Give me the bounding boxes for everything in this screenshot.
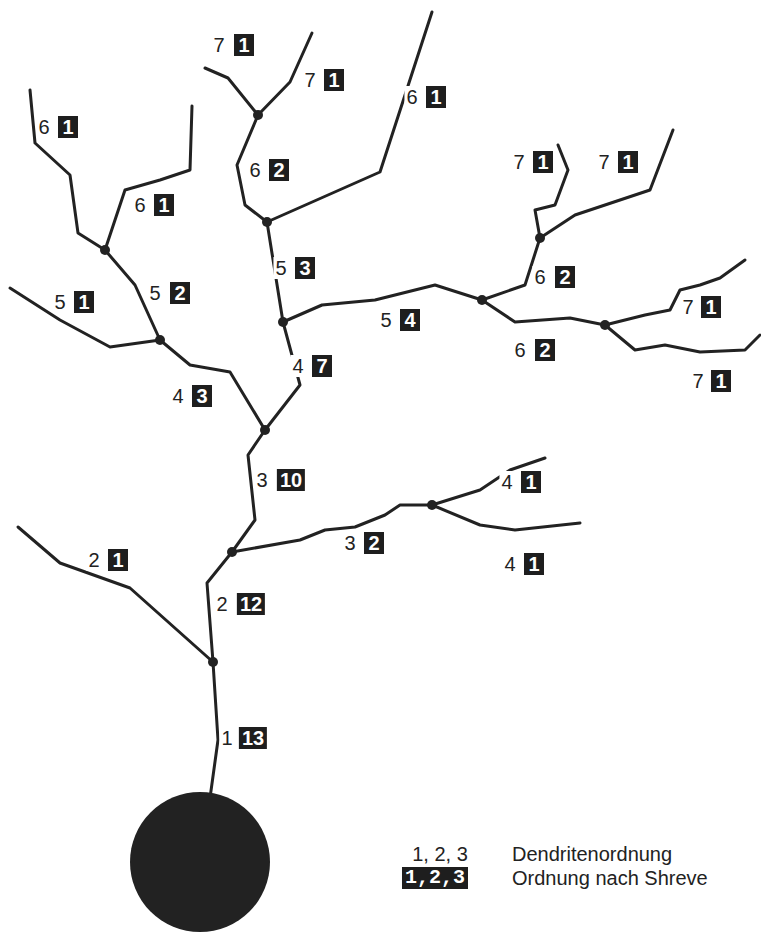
branch-point xyxy=(535,233,545,243)
dendrite-order: 5 xyxy=(378,309,393,331)
dendrite-order: 6 xyxy=(532,266,547,288)
shreve-order: 2 xyxy=(269,159,289,181)
shreve-order: 1 xyxy=(701,296,721,318)
shreve-order: 1,2,3 xyxy=(402,867,468,889)
dendrite-segment xyxy=(482,300,605,325)
shreve-order: 1 xyxy=(618,151,638,173)
dendrite-order: 6 xyxy=(404,86,419,108)
dendrite-order: 2 xyxy=(214,593,229,615)
legend-text: Dendritenordnung xyxy=(512,843,672,865)
shreve-order: 1 xyxy=(533,151,553,173)
dendrite-order: 1, 2, 3 xyxy=(410,843,470,865)
branch-point xyxy=(278,317,288,327)
branch-point xyxy=(477,295,487,305)
shreve-order: 1 xyxy=(74,291,94,313)
soma xyxy=(130,792,270,932)
dendrite-order: 5 xyxy=(52,291,67,313)
dendrite-segment xyxy=(30,90,105,250)
dendrite-segment xyxy=(160,340,265,430)
shreve-order: 1 xyxy=(234,34,254,56)
dendrite-order: 2 xyxy=(86,549,101,571)
dendrite-segment xyxy=(237,115,267,222)
dendrite-order: 6 xyxy=(512,339,527,361)
shreve-order: 3 xyxy=(295,257,315,279)
shreve-order: 1 xyxy=(108,549,128,571)
dendrite-segment xyxy=(540,130,673,238)
dendrite-segment xyxy=(105,106,192,250)
dendrite-order: 4 xyxy=(170,385,185,407)
shreve-order: 7 xyxy=(312,355,332,377)
dendrite-order: 6 xyxy=(132,194,147,216)
branch-point xyxy=(260,425,270,435)
dendrite-segment xyxy=(207,552,232,662)
shreve-order: 1 xyxy=(524,553,544,575)
dendrite-order: 4 xyxy=(499,471,514,493)
branch-point xyxy=(262,217,272,227)
shreve-order: 13 xyxy=(239,727,267,749)
dendrite-order: 6 xyxy=(247,159,262,181)
shreve-order: 12 xyxy=(237,593,265,615)
branch-point xyxy=(155,335,165,345)
dendrite-segment xyxy=(482,238,540,300)
dendrite-order: 5 xyxy=(273,257,288,279)
dendrite-order: 7 xyxy=(680,296,695,318)
dendrite-order: 3 xyxy=(342,532,357,554)
shreve-order: 3 xyxy=(192,385,212,407)
dendrite-segment xyxy=(210,662,218,798)
branch-point xyxy=(253,110,263,120)
dendrite-order: 5 xyxy=(147,282,162,304)
dendrite-segment xyxy=(232,505,432,552)
branch-point xyxy=(427,500,437,510)
dendrite-segment xyxy=(267,12,432,222)
branch-point xyxy=(227,547,237,557)
dendrite-segment xyxy=(232,430,265,552)
dendrite-order: 7 xyxy=(302,69,317,91)
shreve-order: 1 xyxy=(154,194,174,216)
dendrite-order: 7 xyxy=(511,151,526,173)
shreve-order: 10 xyxy=(277,469,305,491)
dendrite-order: 1 xyxy=(219,727,234,749)
dendrite-order: 7 xyxy=(596,151,611,173)
dendrite-order: 7 xyxy=(211,34,226,56)
dendrite-order: 4 xyxy=(290,355,305,377)
dendrite-segment xyxy=(18,527,213,662)
branch-point xyxy=(208,657,218,667)
shreve-order: 2 xyxy=(555,266,575,288)
dendrite-segment xyxy=(605,325,760,352)
shreve-order: 2 xyxy=(364,532,384,554)
dendrite-segment xyxy=(205,68,258,115)
shreve-order: 1 xyxy=(521,471,541,493)
shreve-order: 4 xyxy=(400,309,420,331)
dendrite-order: 4 xyxy=(502,553,517,575)
dendrite-segment xyxy=(432,505,580,530)
dendrite-segment xyxy=(432,458,545,505)
dendrite-segment xyxy=(605,260,745,325)
shreve-order: 1 xyxy=(324,69,344,91)
dendrite-order: 6 xyxy=(36,116,51,138)
shreve-order: 1 xyxy=(711,370,731,392)
shreve-order: 2 xyxy=(170,282,190,304)
dendrite-segment xyxy=(10,288,160,347)
dendrite-order: 3 xyxy=(254,469,269,491)
branch-point xyxy=(100,245,110,255)
shreve-order: 2 xyxy=(535,339,555,361)
legend-text: Ordnung nach Shreve xyxy=(512,867,708,889)
branch-point xyxy=(600,320,610,330)
shreve-order: 1 xyxy=(426,86,446,108)
dendrite-order: 7 xyxy=(690,370,705,392)
shreve-order: 1 xyxy=(58,116,78,138)
